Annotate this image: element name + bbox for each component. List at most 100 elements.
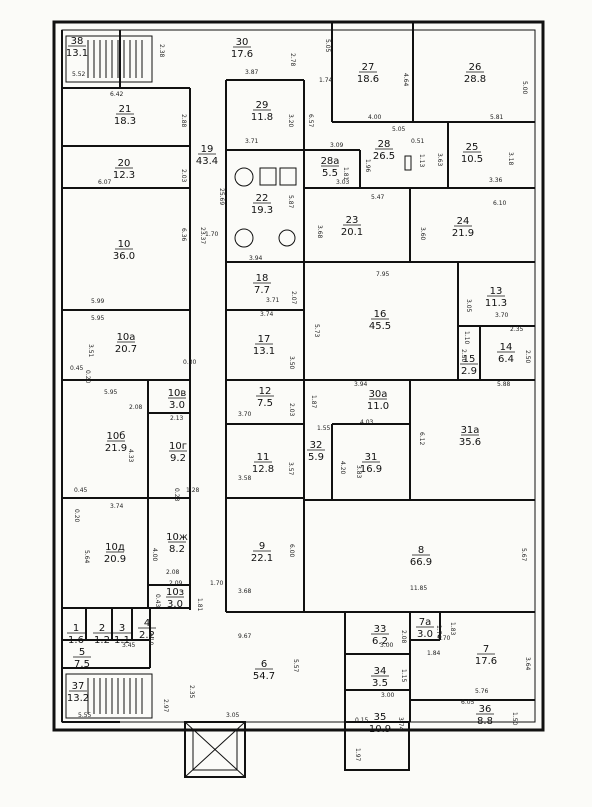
room-area: 17.6 xyxy=(475,656,497,667)
dimension-label: 1.83 xyxy=(449,622,456,636)
dimension-label: 2.35 xyxy=(188,685,195,699)
room-14: 146.4 xyxy=(497,342,515,365)
room-number: 25 xyxy=(466,142,479,153)
room-area: 66.9 xyxy=(410,557,432,568)
dimension-label: 3.74 xyxy=(110,503,124,510)
dimension-label: 6.10 xyxy=(493,200,507,207)
dimension-label: 6.07 xyxy=(98,179,112,186)
dimension-label: 1.28 xyxy=(186,487,200,494)
dimension-label: 1.70 xyxy=(205,231,219,238)
room-number: 36 xyxy=(479,704,492,715)
room-area: 2.2 xyxy=(139,630,155,641)
room-area: 12.3 xyxy=(113,170,135,181)
room-18: 187.7 xyxy=(253,273,271,296)
room-area: 10.5 xyxy=(461,154,483,165)
room-2: 21.2 xyxy=(93,623,111,646)
room-1: 11.6 xyxy=(67,623,85,646)
room-number: 5 xyxy=(79,647,85,658)
dimension-label: 4.00 xyxy=(368,114,382,121)
room-area: 18.6 xyxy=(357,74,379,85)
dimension-label: 5.64 xyxy=(83,550,90,564)
room-area: 28.8 xyxy=(464,74,486,85)
room-area: 18.3 xyxy=(114,116,136,127)
dimension-label: 3.83 xyxy=(355,465,362,479)
dimension-label: 3.20 xyxy=(287,114,294,128)
room-number: 12 xyxy=(259,386,272,397)
interior-walls xyxy=(61,22,535,723)
room-area: 1.1 xyxy=(114,635,130,646)
dimension-label: 1.70 xyxy=(210,580,224,587)
room-6: 654.7 xyxy=(253,659,275,682)
room-number: 27 xyxy=(362,62,375,73)
room-number: 10 xyxy=(118,239,131,250)
room-number: 2 xyxy=(99,623,105,634)
dimension-label: 3.51 xyxy=(87,344,94,358)
room-area: 7.7 xyxy=(254,285,270,296)
dimension-label: 3.94 xyxy=(249,255,263,262)
dimension-label: 1.96 xyxy=(364,159,371,173)
dimension-label: 3.50 xyxy=(288,356,295,370)
room-7: 717.6 xyxy=(475,644,497,667)
room-area: 20.9 xyxy=(104,554,126,565)
dimension-label: 3.09 xyxy=(330,142,344,149)
dimension-label: 1.10 xyxy=(463,331,470,345)
dimension-label: 6.05 xyxy=(461,699,475,706)
dimension-label: 3.00 xyxy=(380,642,394,649)
dimension-label: 6.36 xyxy=(180,228,187,242)
dimension-label: 5.81 xyxy=(490,114,504,121)
dimension-label: 1.13 xyxy=(418,154,425,168)
room-area: 7.5 xyxy=(257,398,273,409)
room-number: 10в xyxy=(168,388,187,399)
dimension-label: 6.42 xyxy=(110,91,124,98)
room-number: 4 xyxy=(144,618,150,629)
room-number: 11 xyxy=(257,452,270,463)
dimension-label: 9.67 xyxy=(238,633,252,640)
room-number: 18 xyxy=(256,273,269,284)
room-5: 57.5 xyxy=(73,647,91,670)
room-number: 6 xyxy=(261,659,267,670)
room-number: 8 xyxy=(418,545,424,556)
dimension-label: 2.13 xyxy=(170,415,184,422)
dimension-label: 2.35 xyxy=(510,326,524,333)
room-area: 5.5 xyxy=(322,168,338,179)
dimension-label: 1.74 xyxy=(435,625,442,639)
room-number: 23 xyxy=(346,215,359,226)
dimension-label: 3.05 xyxy=(465,299,472,313)
dimension-label: 3.74 xyxy=(260,311,274,318)
dimension-label: 11.85 xyxy=(410,585,427,592)
dimension-label: 2.78 xyxy=(289,53,296,67)
room-area: 2.9 xyxy=(461,366,477,377)
room-area: 7.5 xyxy=(74,659,90,670)
dimension-label: 0.45 xyxy=(70,365,84,372)
room-number: 29 xyxy=(256,100,269,111)
room-9: 922.1 xyxy=(251,541,273,564)
dimension-label: 5.05 xyxy=(324,39,331,53)
room-number: 10ж xyxy=(166,532,188,543)
dimension-label: 2.08 xyxy=(400,630,407,644)
dimension-label: 0.51 xyxy=(411,138,425,145)
room-33: 336.2 xyxy=(371,624,389,647)
dimension-label: 2.38 xyxy=(158,44,165,58)
dimension-label: 3.36 xyxy=(489,177,503,184)
dimension-label: 4.03 xyxy=(360,419,374,426)
room-area: 43.4 xyxy=(196,156,218,167)
room-32: 325.9 xyxy=(307,440,325,463)
room-area: 10.9 xyxy=(369,724,391,735)
dimension-label: 5.67 xyxy=(520,548,527,562)
dimension-label: 1.81 xyxy=(196,598,203,612)
dimension-label: 0.45 xyxy=(74,487,88,494)
dimension-label: 2.08 xyxy=(129,404,143,411)
dimension-label: 2.03 xyxy=(288,403,295,417)
fixtures-room-22 xyxy=(234,155,412,248)
dimension-label: 0.20 xyxy=(84,370,91,384)
room-number: 28a xyxy=(321,156,340,167)
